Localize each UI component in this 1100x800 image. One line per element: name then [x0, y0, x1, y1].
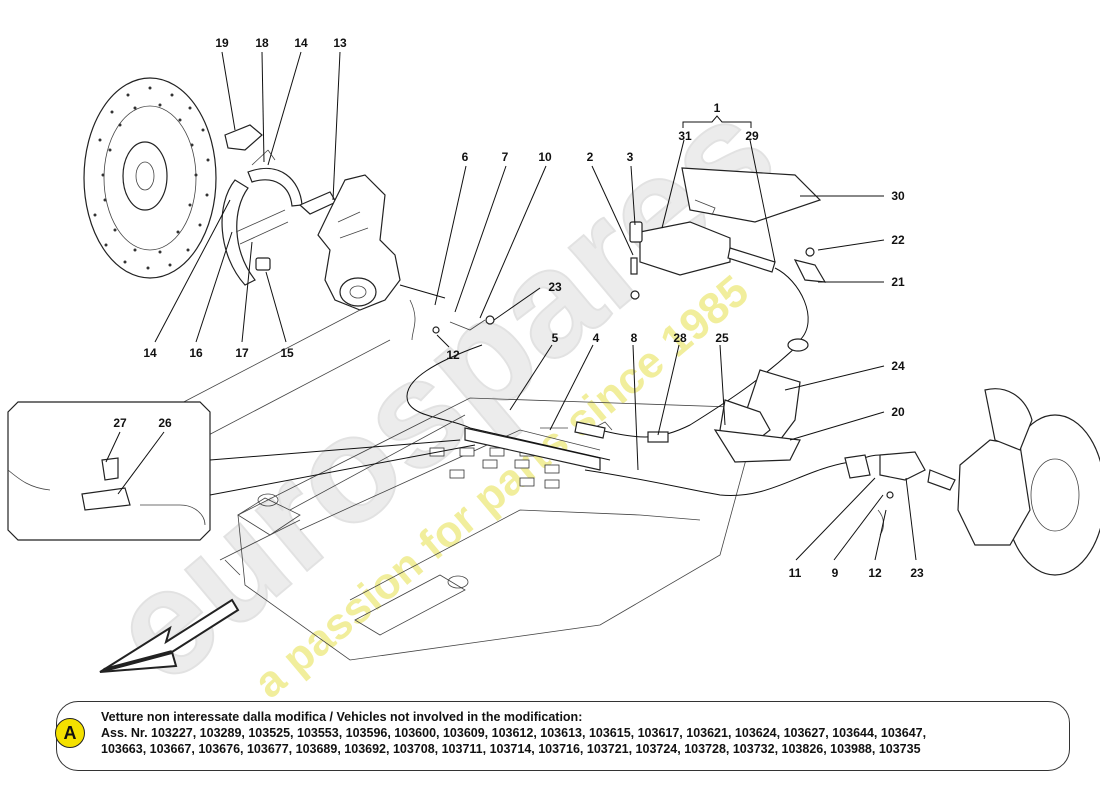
- detail-inset: [7, 401, 211, 541]
- rear-hub-carrier: [317, 174, 401, 311]
- parking-brake-shoes: [221, 124, 337, 286]
- callout-10: 10: [538, 150, 552, 164]
- callout-16: 16: [189, 346, 203, 360]
- rear-brake-disc-right: [844, 388, 1100, 576]
- callout-12: 12: [446, 348, 460, 362]
- part-28-clip: [647, 431, 669, 443]
- callout-17: 17: [235, 346, 249, 360]
- callout-1: 1: [714, 101, 721, 115]
- callout-29: 29: [745, 129, 759, 143]
- callout-7: 7: [502, 150, 509, 164]
- callout-27: 27: [113, 416, 127, 430]
- callout-4: 4: [593, 331, 600, 345]
- callout-23: 23: [910, 566, 924, 580]
- callout-14: 14: [294, 36, 308, 50]
- note-text: Vetture non interessate dalla modifica /…: [101, 709, 1057, 757]
- callout-18: 18: [255, 36, 269, 50]
- callout-23: 23: [548, 280, 562, 294]
- note-line-1: Vetture non interessate dalla modifica /…: [101, 710, 583, 724]
- callout-15: 15: [280, 346, 294, 360]
- callout-28: 28: [673, 331, 687, 345]
- front-direction-arrow: [99, 598, 240, 673]
- callout-14: 14: [143, 346, 157, 360]
- callout-5: 5: [552, 331, 559, 345]
- epb-actuator: [629, 167, 822, 341]
- callout-21: 21: [891, 275, 905, 289]
- callout-30: 30: [891, 189, 905, 203]
- callout-24: 24: [891, 359, 905, 373]
- callout-9: 9: [832, 566, 839, 580]
- callout-25: 25: [715, 331, 729, 345]
- callout-11: 11: [789, 566, 802, 580]
- callout-8: 8: [631, 331, 638, 345]
- leader-lines: [105, 51, 917, 561]
- callout-labels: 19 18 14 13 14 16 17 15 6 7 10 2 3 1 31 …: [113, 36, 924, 580]
- callout-22: 22: [891, 233, 905, 247]
- modification-note: A Vetture non interessate dalla modifica…: [55, 701, 1070, 771]
- callout-19: 19: [215, 36, 229, 50]
- note-badge: A: [55, 718, 85, 748]
- rear-brake-disc-left: [83, 77, 217, 279]
- manual-release-lever: [713, 338, 809, 463]
- note-line-2: Ass. Nr. 103227, 103289, 103525, 103553,…: [101, 726, 927, 740]
- note-line-3: 103663, 103667, 103676, 103677, 103689, …: [101, 742, 921, 756]
- callout-12: 12: [868, 566, 882, 580]
- callout-2: 2: [587, 150, 594, 164]
- callout-20: 20: [891, 405, 905, 419]
- callout-6: 6: [462, 150, 469, 164]
- callout-3: 3: [627, 150, 634, 164]
- exploded-parts-diagram: eurospares a passion for parts since 198…: [7, 36, 1100, 700]
- callout-31: 31: [678, 129, 692, 143]
- callout-13: 13: [333, 36, 347, 50]
- callout-26: 26: [158, 416, 172, 430]
